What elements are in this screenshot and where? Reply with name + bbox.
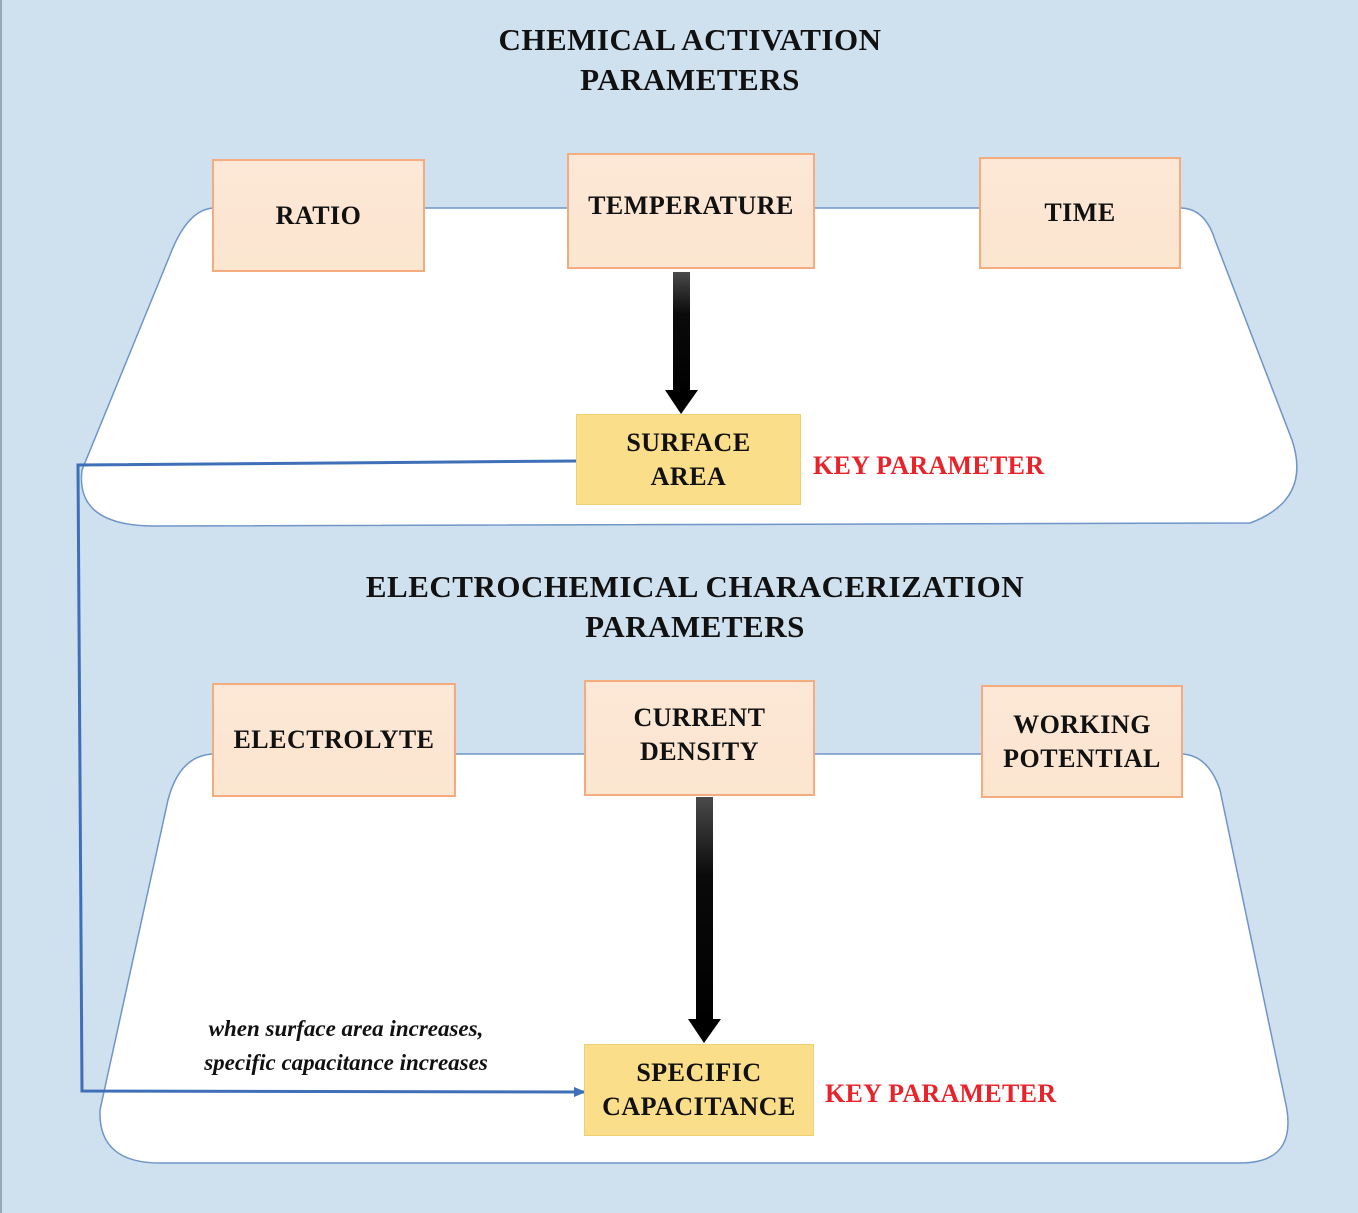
temperature-label: TEMPERATURE [588,191,794,220]
activation-heading-line2: PARAMETERS [580,62,800,97]
relationship-note: when surface area increases, specific ca… [160,1012,532,1080]
surface-area-box: SURFACE AREA [576,414,801,505]
electrochemical-heading-line1: ELECTROCHEMICAL CHARACERIZATION [365,569,1025,604]
activation-heading: CHEMICAL ACTIVATION PARAMETERS [390,20,990,100]
current-density-box: CURRENT DENSITY [584,680,815,796]
electrolyte-label: ELECTROLYTE [233,725,435,754]
time-label: TIME [1044,198,1116,227]
time-box: TIME [979,157,1181,269]
electrochemical-platform [99,753,1289,1164]
relationship-note-line2: specific capacitance increases [204,1050,488,1075]
relationship-note-line1: when surface area increases, [208,1016,484,1041]
surface-area-key-label: KEY PARAMETER [813,451,1045,480]
ratio-label: RATIO [275,200,362,230]
working-potential-line1: WORKING [1013,709,1151,739]
current-density-line2: DENSITY [639,737,760,766]
current-density-to-capacitance-arrow [688,797,721,1043]
specific-capacitance-line2: CAPACITANCE [602,1092,796,1121]
temperature-to-surface-area-arrow [665,272,698,414]
specific-capacitance-box: SPECIFIC CAPACITANCE [584,1044,814,1136]
electrolyte-box: ELECTROLYTE [212,683,456,797]
working-potential-line2: POTENTIAL [1003,743,1161,773]
ratio-box: RATIO [212,159,425,272]
surface-area-line1: SURFACE [626,427,751,457]
working-potential-box: WORKING POTENTIAL [981,685,1183,798]
current-density-line1: CURRENT [633,703,766,732]
temperature-box: TEMPERATURE [567,153,815,269]
activation-heading-line1: CHEMICAL ACTIVATION [498,22,882,57]
electrochemical-heading: ELECTROCHEMICAL CHARACERIZATION PARAMETE… [300,567,1090,647]
specific-capacitance-key-label: KEY PARAMETER [825,1079,1057,1108]
surface-to-capacitance-connector [76,459,586,1097]
specific-capacitance-line1: SPECIFIC [636,1058,762,1087]
electrochemical-heading-line2: PARAMETERS [585,609,805,644]
surface-area-line2: AREA [650,461,727,491]
